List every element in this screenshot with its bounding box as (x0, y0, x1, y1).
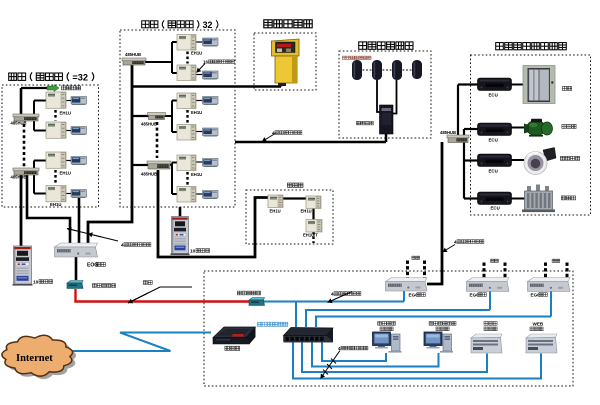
svg-text:EH1U: EH1U (191, 172, 202, 177)
svg-text:485HUB: 485HUB (11, 121, 27, 126)
svg-text:EH1U: EH1U (191, 51, 202, 56)
svg-text:ECU: ECU (489, 169, 498, 174)
svg-text:4: 4 (338, 346, 341, 351)
svg-text:485HUB: 485HUB (440, 130, 456, 135)
svg-text:4: 4 (121, 243, 124, 248)
svg-text:Internet: Internet (16, 353, 53, 364)
svg-text:4: 4 (272, 131, 275, 136)
svg-text:32: 32 (203, 20, 213, 30)
svg-text:485HUB: 485HUB (141, 122, 157, 127)
svg-text:ECU: ECU (491, 206, 500, 211)
svg-text:4: 4 (331, 292, 334, 297)
svg-text:EH1U: EH1U (270, 209, 281, 214)
svg-text:EGC: EGC (531, 293, 542, 298)
svg-text:10: 10 (33, 280, 39, 286)
svg-text:16: 16 (203, 60, 208, 65)
svg-text:=32: =32 (72, 73, 88, 83)
svg-text:EH1U: EH1U (301, 209, 312, 214)
svg-text:EGC: EGC (409, 293, 420, 298)
svg-text:WEB: WEB (533, 321, 544, 326)
svg-text:485HUB: 485HUB (11, 175, 27, 180)
svg-text:485HUB: 485HUB (141, 172, 157, 177)
svg-text:EGC: EGC (470, 293, 481, 298)
svg-text:ECU: ECU (489, 138, 498, 143)
svg-text:EOG: EOG (87, 263, 98, 269)
svg-text:EH1U: EH1U (60, 171, 71, 176)
svg-text:ECU: ECU (489, 93, 498, 98)
svg-text:EH1U/T: EH1U/T (303, 233, 318, 238)
svg-text:EH1U: EH1U (60, 111, 71, 116)
svg-text:4: 4 (454, 240, 457, 245)
svg-text:485HUB: 485HUB (125, 52, 141, 57)
svg-text:10: 10 (190, 249, 196, 255)
svg-text:EH1U: EH1U (191, 110, 202, 115)
svg-text:EH1U: EH1U (50, 202, 61, 207)
